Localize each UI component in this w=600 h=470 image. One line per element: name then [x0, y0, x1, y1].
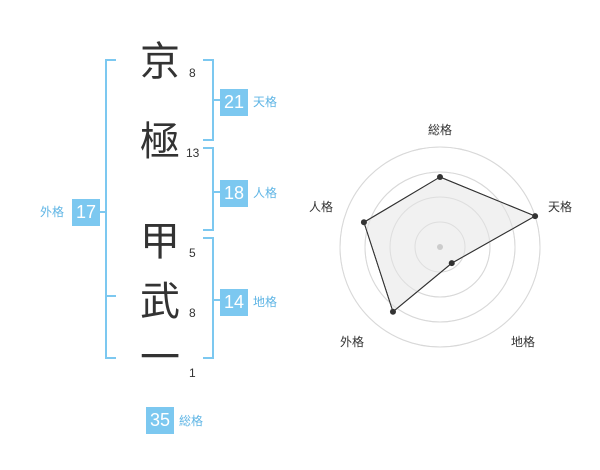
chikaku-value: 14 — [220, 289, 248, 316]
stroke-count-3: 5 — [189, 246, 196, 260]
radar-ring-overlay — [389, 196, 491, 298]
stroke-count-4: 8 — [189, 306, 196, 320]
name-char-3: 甲 — [140, 219, 180, 265]
radar-ring-overlay — [339, 146, 541, 348]
radar-axis-label-3: 地格 — [511, 335, 536, 349]
stroke-count-1: 8 — [189, 66, 196, 80]
soukaku-value: 35 — [146, 407, 174, 434]
jinkaku-label: 人格 — [253, 186, 278, 200]
radar-center-dot — [437, 244, 443, 250]
radar-axis-label-1: 総格 — [428, 123, 453, 137]
name-char-1: 京 — [140, 39, 180, 85]
radar-point-4 — [389, 308, 396, 315]
radar-ring-overlay — [414, 221, 466, 273]
chikaku-label: 地格 — [253, 295, 278, 309]
radar-series-outline — [363, 176, 537, 313]
radar-point-1 — [437, 174, 443, 180]
stroke-count-2: 13 — [186, 146, 200, 160]
radar-point-3 — [448, 260, 455, 267]
stroke-count-5: 1 — [189, 366, 196, 380]
jinkaku-value: 18 — [220, 180, 248, 207]
gaikaku-label: 外格 — [40, 205, 65, 219]
name-char-5: 一 — [140, 335, 180, 381]
name-char-4: 武 — [140, 279, 180, 325]
name-char-2: 極 — [140, 119, 180, 165]
gaikaku-value: 17 — [72, 199, 100, 226]
tenkaku-value: 21 — [220, 89, 248, 116]
radar-point-5 — [360, 219, 367, 226]
radar-axis-label-2: 天格 — [548, 200, 573, 214]
soukaku-label: 総格 — [179, 414, 204, 428]
radar-axis-label-4: 外格 — [340, 335, 365, 349]
radar-point-2 — [532, 213, 539, 220]
radar-ring-overlay — [364, 171, 516, 323]
tenkaku-label: 天格 — [253, 95, 278, 109]
radar-axis-label-5: 人格 — [309, 200, 334, 214]
